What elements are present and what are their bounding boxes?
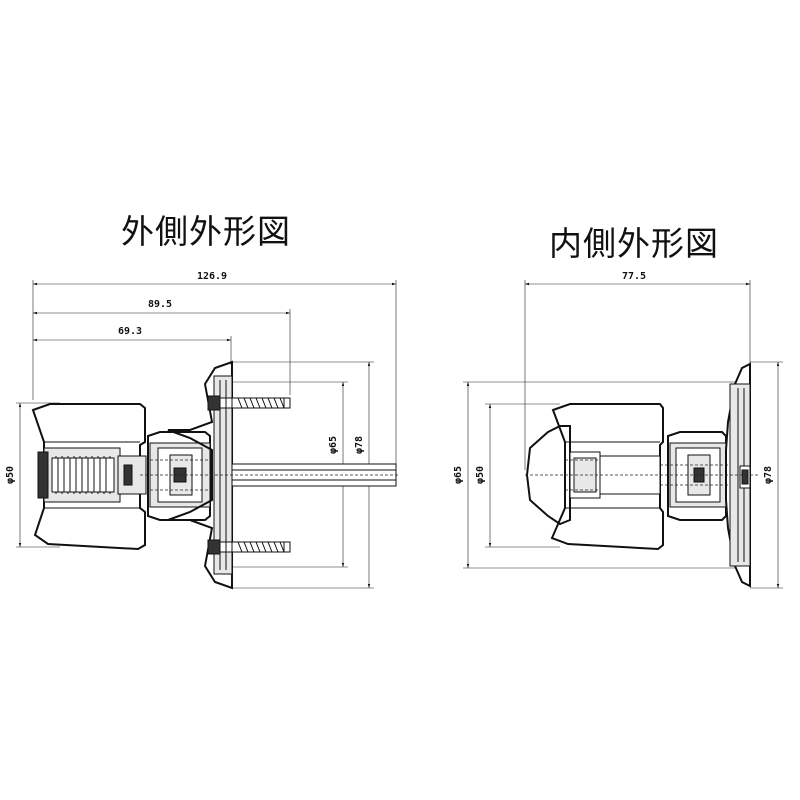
outer-overall-length-label: 126.9 [197, 271, 227, 282]
inner-dim-dia-small: φ50 [475, 403, 560, 548]
inner-dim-dia-mid: φ65 [453, 381, 735, 569]
outer-spindle [140, 463, 400, 487]
outer-screw-bottom [207, 539, 291, 555]
outer-screw-top [207, 395, 291, 411]
outer-knob [31, 403, 147, 551]
outer-view: 126.9 89.5 69.3 φ50 φ65 [5, 271, 400, 590]
inner-dim-overall-length: 77.5 [524, 271, 751, 470]
outer-view-title: 外側外形図 [121, 212, 291, 251]
inner-dia-mid-label: φ65 [453, 466, 464, 484]
outer-dia-mid-label: φ65 [328, 436, 339, 454]
outer-dia-small-label: φ50 [5, 466, 16, 484]
inner-thumbturn [525, 425, 571, 526]
tumbler-pins [51, 456, 115, 494]
inner-view-title: 内側外形図 [549, 224, 719, 263]
inner-dia-large-label: φ78 [763, 466, 774, 484]
inner-hub [660, 431, 740, 521]
inner-dia-small-label: φ50 [475, 466, 486, 484]
outer-dim-overall-length: 126.9 [32, 271, 397, 480]
outer-length-mid-label: 89.5 [148, 299, 172, 310]
inner-view: 77.5 φ65 φ50 φ78 [453, 271, 783, 589]
inner-dim-dia-large: φ78 [750, 361, 783, 589]
outer-dim-length-mid: 89.5 [33, 299, 291, 395]
outer-dia-large-label: φ78 [354, 436, 365, 454]
outer-length-short-label: 69.3 [118, 326, 142, 337]
outer-dim-length-short: 69.3 [33, 326, 232, 365]
outer-dim-dia-small: φ50 [5, 402, 60, 548]
inner-overall-length-label: 77.5 [622, 271, 646, 282]
